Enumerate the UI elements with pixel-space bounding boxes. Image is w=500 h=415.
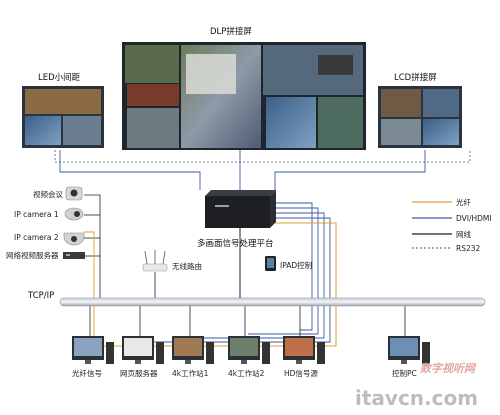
workstation-label: 网页服务器 <box>120 368 158 378</box>
signal-processor <box>205 190 276 228</box>
source-label: 网络视频服务器 <box>6 250 59 260</box>
ipad-label: IPAD控制 <box>280 260 312 270</box>
workstation-web-server <box>122 336 164 364</box>
led-title: LED小间距 <box>38 72 81 83</box>
video-conference-camera-icon <box>65 186 83 201</box>
workstation-hd-source <box>283 336 325 364</box>
workstation-fiber <box>72 336 114 364</box>
legend-label: DVI/HDMI <box>456 214 492 223</box>
legend-label: 光纤 <box>456 197 471 207</box>
ip-camera-1-icon <box>64 207 84 221</box>
workstation-4k-2 <box>228 336 270 364</box>
wireless-router-icon <box>142 250 168 272</box>
workstation-label: 4k工作站2 <box>228 368 265 378</box>
network-label: TCP/IP <box>27 291 54 301</box>
lcd-title: LCD拼接屏 <box>394 72 437 83</box>
workstation-4k-1 <box>172 336 214 364</box>
workstation-label: HD信号源 <box>284 368 318 378</box>
watermark-brand: itavcn.com <box>355 386 478 410</box>
source-label: IP camera 2 <box>14 233 59 242</box>
workstation-label: 4k工作站1 <box>172 368 209 378</box>
lcd-screen <box>378 86 462 148</box>
legend-label: 网线 <box>456 229 471 239</box>
source-label: 视频会议 <box>33 189 63 199</box>
workstation-label: 光纤信号 <box>72 368 102 378</box>
router-label: 无线路由 <box>172 261 202 271</box>
network-video-server-icon <box>63 252 85 259</box>
legend: 光纤 DVI/HDMI 网线 RS232 <box>412 197 492 253</box>
led-screen <box>22 86 104 148</box>
tcp-ip-bus <box>59 297 486 307</box>
ip-camera-2-icon <box>63 232 85 246</box>
legend-label: RS232 <box>456 244 481 253</box>
processor-label: 多画面信号处理平台 <box>197 238 274 249</box>
dlp-title: DLP拼接屏 <box>210 26 252 37</box>
dlp-video-wall <box>122 42 366 150</box>
ipad-icon <box>265 256 276 271</box>
watermark-cn: 数字视听网 <box>420 362 477 375</box>
workstation-control-pc <box>388 336 430 364</box>
workstation-label: 控制PC <box>392 368 417 378</box>
source-label: IP camera 1 <box>14 210 59 219</box>
